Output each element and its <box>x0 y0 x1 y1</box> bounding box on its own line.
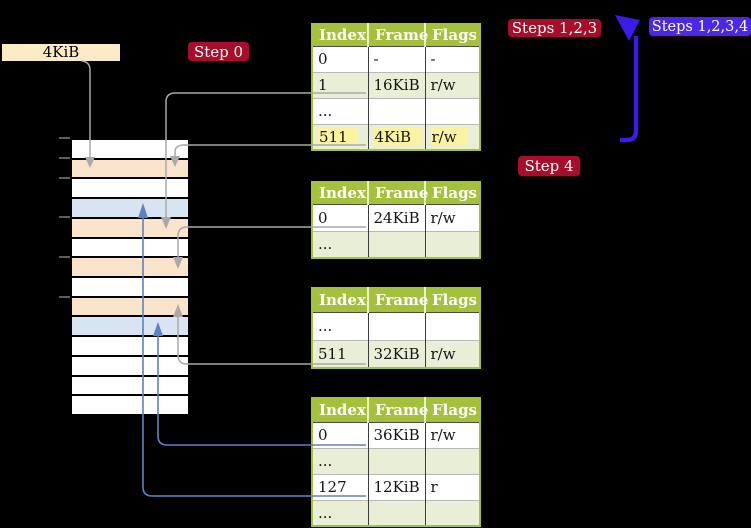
cell-value: - <box>430 50 436 68</box>
table-row: 0 - - <box>312 46 480 72</box>
memory-row-white <box>72 396 188 415</box>
arrowhead-upleft-icon <box>615 15 640 41</box>
col-header-frame: Frame <box>367 182 428 204</box>
memory-row-white <box>72 337 188 357</box>
col-header-flags: Flags <box>424 24 480 46</box>
table-row: ... <box>312 312 480 340</box>
cell-value: r/w <box>430 344 456 363</box>
memory-stack <box>70 138 190 416</box>
cell-value: 1 <box>318 76 328 94</box>
cell-value: ... <box>318 503 333 522</box>
page-table-2: Index Frame Flags 0 24KiB r/w ... <box>311 181 481 259</box>
steps123-badge: Steps 1,2,3 <box>508 19 601 37</box>
steps-loop-arrow <box>620 36 639 143</box>
col-header-frame: Frame <box>367 288 428 312</box>
col-header-index: Index <box>312 398 368 422</box>
cell-value: 24KiB <box>373 208 420 227</box>
col-header-index: Index <box>312 288 368 312</box>
col-header-flags: Flags <box>424 288 480 312</box>
cell-value: ... <box>318 235 333 254</box>
cell-value: 511 <box>318 344 347 363</box>
cell-value: 0 <box>318 50 328 68</box>
table-row-highlighted: 511 4KiB r/w <box>312 124 480 150</box>
page-table-4: Index Frame Flags 0 36KiB r/w ... 127 12… <box>311 397 481 527</box>
cell-value: r/w <box>430 426 456 444</box>
table-header-row: Index Frame Flags <box>312 398 480 422</box>
memory-row-orange <box>72 297 188 318</box>
table-row: ... <box>312 98 480 124</box>
memory-row-white <box>72 238 188 259</box>
table-row: ... <box>312 500 480 526</box>
memory-row-orange <box>72 258 188 279</box>
memory-row-white <box>72 376 188 397</box>
cell-value: 12KiB <box>373 478 420 496</box>
cell-value: ... <box>318 102 333 120</box>
memory-row-orange <box>72 159 188 180</box>
col-header-index: Index <box>312 182 368 204</box>
col-header-index: Index <box>312 24 368 46</box>
memory-row-blue <box>72 199 188 219</box>
memory-row-white <box>72 140 188 160</box>
cell-value: 36KiB <box>373 426 420 444</box>
cell-value: 16KiB <box>373 76 420 94</box>
cell-value-highlighted: r/w <box>430 127 467 146</box>
cell-value: 127 <box>318 478 347 496</box>
table-row: ... <box>312 448 480 474</box>
stack-ticks <box>59 137 70 298</box>
cell-value: 0 <box>318 426 328 444</box>
cell-value-highlighted: 511 <box>318 127 358 146</box>
table-row: 511 32KiB r/w <box>312 340 480 368</box>
table-row: 127 12KiB r <box>312 474 480 500</box>
table-header-row: Index Frame Flags <box>312 288 480 312</box>
col-header-flags: Flags <box>424 398 480 422</box>
col-header-frame: Frame <box>367 398 428 422</box>
cell-value-highlighted: 4KiB <box>373 127 422 146</box>
table-header-row: Index Frame Flags <box>312 182 480 204</box>
col-header-frame: Frame <box>367 24 428 46</box>
cell-value: 0 <box>318 208 328 227</box>
table-row: 0 24KiB r/w <box>312 204 480 231</box>
cell-value: - <box>373 50 379 68</box>
memory-row-orange <box>72 218 188 239</box>
steps1234-badge: Steps 1,2,3,4 <box>649 17 751 36</box>
cell-value: 32KiB <box>373 344 420 363</box>
memory-row-blue <box>72 317 188 338</box>
table-row: 1 16KiB r/w <box>312 72 480 98</box>
memory-row-white <box>72 179 188 200</box>
step0-badge: Step 0 <box>188 42 249 61</box>
page-table-1: Index Frame Flags 0 - - 1 16KiB r/w ... … <box>311 23 481 151</box>
cell-value: ... <box>318 452 333 470</box>
cell-value: r/w <box>430 76 456 94</box>
memory-row-white <box>72 278 188 298</box>
cell-value: ... <box>318 317 333 335</box>
memory-row-white <box>72 356 188 377</box>
page-table-3: Index Frame Flags ... 511 32KiB r/w <box>311 287 481 369</box>
cell-value: r <box>430 478 438 496</box>
frame-size-label: 4KiB <box>2 44 120 61</box>
step4-badge: Step 4 <box>518 156 580 176</box>
col-header-flags: Flags <box>424 182 480 204</box>
cell-value: r/w <box>430 208 456 227</box>
table-row: ... <box>312 231 480 258</box>
table-header-row: Index Frame Flags <box>312 24 480 46</box>
table-row: 0 36KiB r/w <box>312 422 480 448</box>
